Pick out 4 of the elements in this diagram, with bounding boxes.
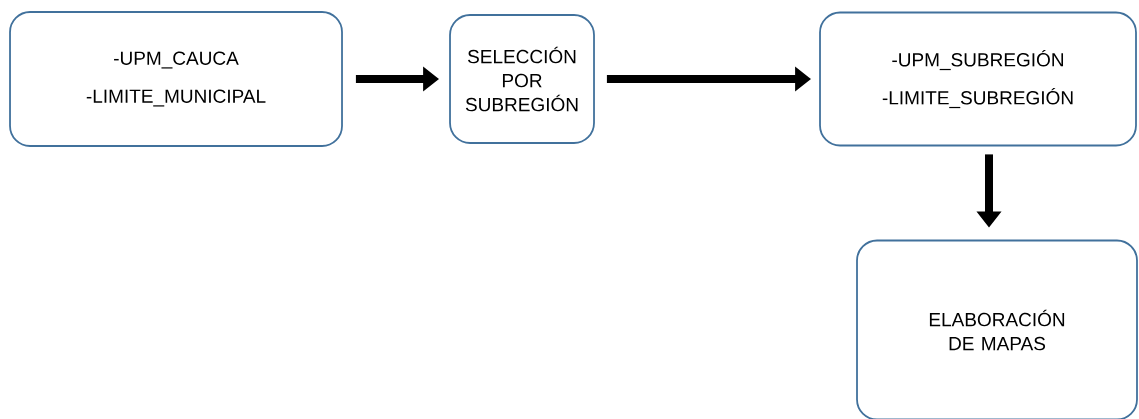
process-box: SELECCIÓN POR SUBREGIÓN bbox=[449, 14, 595, 144]
process-box: -UPM_SUBREGIÓN -LIMITE_SUBREGIÓN bbox=[819, 11, 1137, 147]
process-box: ELABORACIÓN DE MAPAS bbox=[856, 239, 1138, 419]
process-box: -UPM_CAUCA -LIMITE_MUNICIPAL bbox=[9, 11, 343, 147]
